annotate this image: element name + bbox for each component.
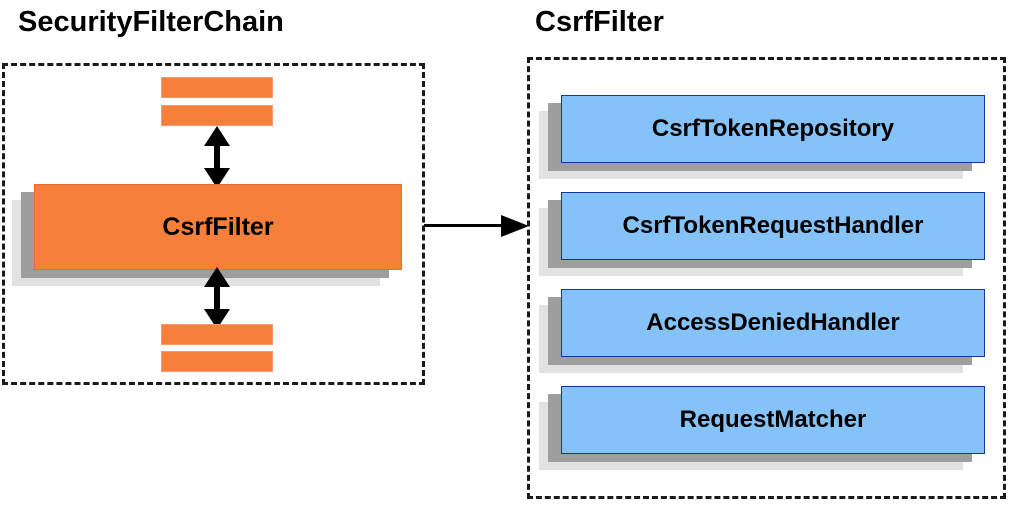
connector-arrow-below	[204, 267, 230, 329]
page-title-csrf-filter: CsrfFilter	[535, 6, 664, 38]
collaborator-label: CsrfTokenRequestHandler	[561, 192, 985, 260]
filter-bar-below-2	[161, 351, 273, 372]
csrf-filter-label: CsrfFilter	[34, 184, 402, 270]
panel-connector-arrow	[424, 215, 529, 237]
collaborator-node-csrf-token-repository[interactable]: CsrfTokenRepository	[539, 95, 985, 179]
security-filter-chain-panel	[2, 63, 425, 385]
collaborator-node-access-denied-handler[interactable]: AccessDeniedHandler	[539, 289, 985, 373]
connector-arrow-above	[204, 126, 230, 188]
csrf-filter-node[interactable]: CsrfFilter	[12, 184, 402, 286]
filter-bar-above-2	[161, 105, 273, 126]
filter-bar-above-1	[161, 77, 273, 98]
page-title-security-filter-chain: SecurityFilterChain	[18, 6, 284, 38]
collaborator-node-request-matcher[interactable]: RequestMatcher	[539, 386, 985, 470]
collaborator-label: RequestMatcher	[561, 386, 985, 454]
filter-bar-below-1	[161, 324, 273, 345]
collaborator-node-csrf-token-request-handler[interactable]: CsrfTokenRequestHandler	[539, 192, 985, 276]
csrf-filter-detail-panel	[527, 57, 1006, 499]
collaborator-label: AccessDeniedHandler	[561, 289, 985, 357]
collaborator-label: CsrfTokenRepository	[561, 95, 985, 163]
